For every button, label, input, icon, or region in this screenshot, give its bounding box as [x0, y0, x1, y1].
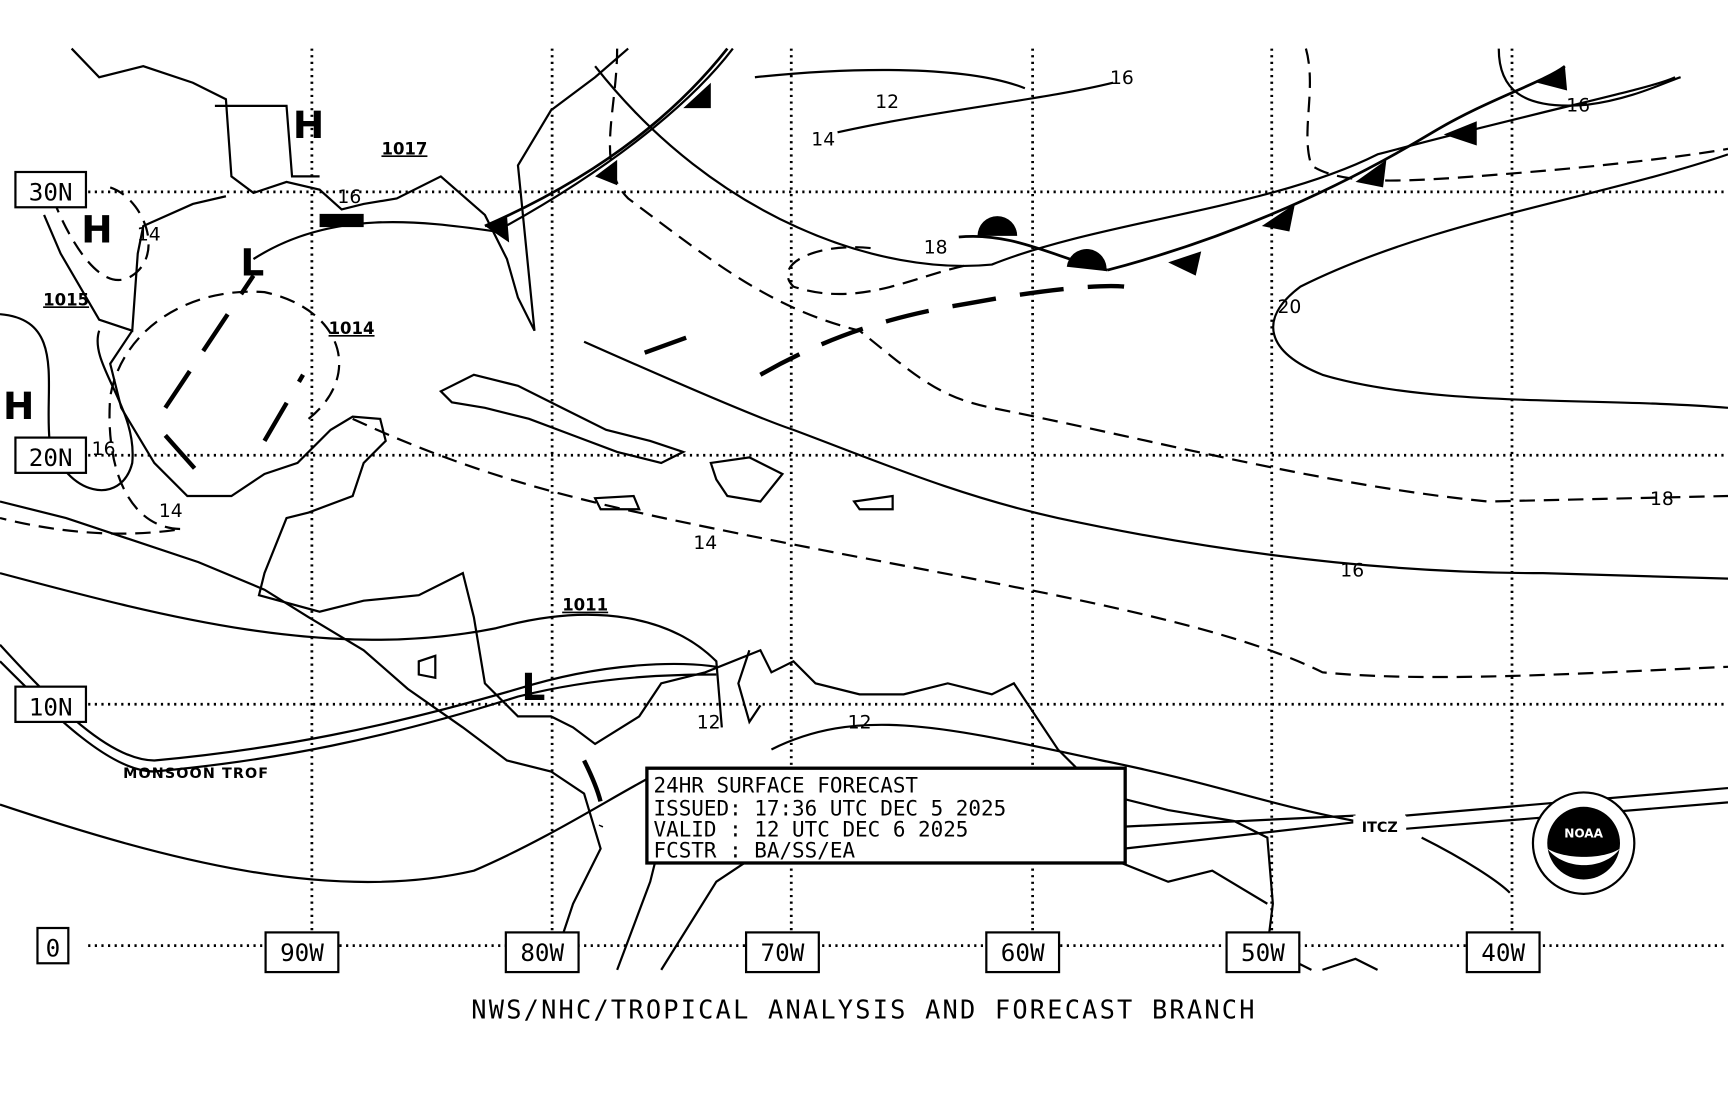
- isobar-label: 16: [1340, 560, 1364, 581]
- forecasters: FCSTR : BA/SS/EA: [654, 838, 856, 862]
- isobar-label: 16: [1110, 68, 1134, 89]
- footer-agency: NWS/NHC/TROPICAL ANALYSIS AND FORECAST B…: [471, 994, 1256, 1024]
- longitude-labels: 90W 80W 70W 60W 50W 40W: [264, 931, 1541, 974]
- warm-front: [319, 213, 1108, 272]
- isobars: [0, 47, 1728, 894]
- pressure-value: 1014: [329, 319, 375, 338]
- high-pressure-center: H: [81, 208, 112, 252]
- pressure-centers: H H H L L: [3, 103, 545, 709]
- isobar-label: 14: [693, 533, 717, 554]
- pressure-value: 1015: [43, 290, 89, 309]
- lon-label-70w: 70W: [761, 938, 805, 967]
- isobar-label: 18: [1650, 489, 1674, 510]
- low-pressure-center: L: [521, 665, 545, 709]
- dashed-isobars: [0, 48, 1728, 679]
- pressure-value: 1017: [381, 139, 427, 158]
- isobar-label: 14: [159, 501, 183, 522]
- valid-time: VALID : 12 UTC DEC 6 2025: [654, 818, 969, 842]
- high-pressure-center: H: [293, 103, 324, 147]
- pressure-values: 1017 1015 1014 1011: [43, 139, 608, 614]
- lat-label-30n: 30N: [29, 178, 73, 207]
- isobar-label: 16: [1566, 95, 1590, 116]
- lat-label-20n: 20N: [29, 443, 73, 472]
- isobar-label: 20: [1277, 297, 1301, 318]
- high-pressure-center: H: [3, 384, 34, 428]
- isobar-label: 12: [848, 713, 872, 734]
- isobar-label: 14: [811, 130, 835, 151]
- isobar-label: 16: [92, 439, 116, 460]
- isobar-label: 14: [137, 224, 161, 245]
- lon-label-40w: 40W: [1481, 938, 1525, 967]
- lon-label-50w: 50W: [1241, 938, 1285, 967]
- forecast-info-box: 24HR SURFACE FORECAST ISSUED: 17:36 UTC …: [645, 766, 1127, 865]
- isobar-label: 18: [924, 238, 948, 259]
- lon-label-60w: 60W: [1001, 938, 1045, 967]
- isobar-label: 12: [875, 92, 899, 113]
- latitude-labels: 30N 20N 10N 0: [14, 170, 88, 965]
- isobar-labels: 12 14 16 16 16 14 18 20 16 14 18 16 14 1…: [92, 68, 1674, 734]
- lon-label-90w: 90W: [280, 938, 324, 967]
- troughs: [163, 274, 1125, 828]
- noaa-logo-text: NOAA: [1564, 827, 1603, 841]
- monsoon-trough: [0, 644, 717, 773]
- pressure-value: 1011: [562, 596, 608, 615]
- lat-label-10n: 10N: [29, 692, 73, 721]
- isobar-label: 16: [337, 187, 361, 208]
- forecast-title: 24HR SURFACE FORECAST: [654, 773, 919, 797]
- monsoon-trough-label: MONSOON TROF: [123, 766, 269, 782]
- itcz-label: ITCZ: [1362, 820, 1398, 836]
- lat-label-equator: 0: [46, 934, 61, 963]
- issued-time: ISSUED: 17:36 UTC DEC 5 2025: [654, 797, 1007, 821]
- isobar-label: 12: [697, 713, 721, 734]
- cold-front: [484, 47, 1568, 276]
- noaa-logo: NOAA: [1531, 791, 1636, 895]
- lon-label-80w: 80W: [520, 938, 564, 967]
- low-pressure-center: L: [240, 241, 264, 285]
